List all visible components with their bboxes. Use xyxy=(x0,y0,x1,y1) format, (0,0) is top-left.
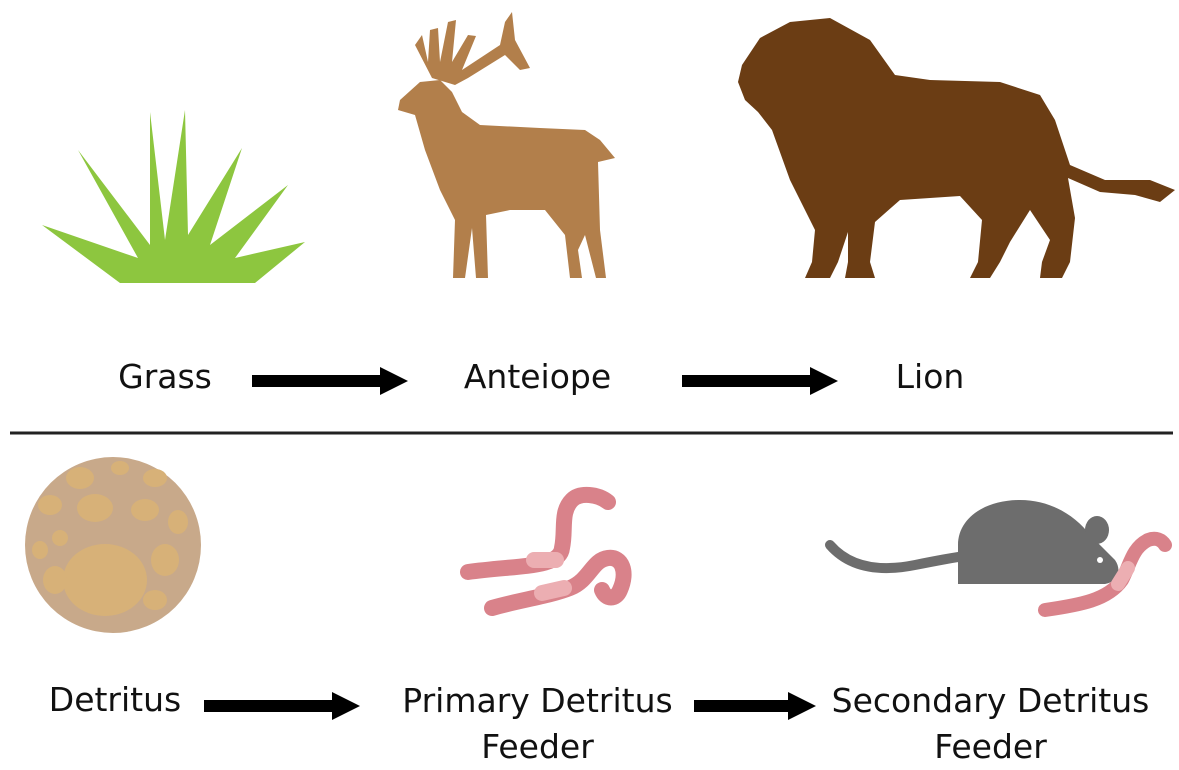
label-primary-detritus-feeder: Primary Detritus Feeder xyxy=(385,678,690,770)
label-grass: Grass xyxy=(105,355,225,399)
lion-icon xyxy=(738,18,1175,278)
antelope-icon xyxy=(398,12,615,278)
label-detritus: Detritus xyxy=(30,678,200,722)
label-lion: Lion xyxy=(870,355,990,399)
label-antelope: Anteiope xyxy=(440,355,635,399)
label-secondary-detritus-feeder: Secondary Detritus Feeder xyxy=(818,678,1163,770)
arrow-primary-to-secondary xyxy=(694,692,816,720)
arrow-antelope-to-lion xyxy=(682,367,838,395)
detritus-icon xyxy=(25,457,201,633)
arrow-grass-to-antelope xyxy=(252,367,408,395)
arrow-detritus-to-primary xyxy=(204,692,360,720)
grass-icon xyxy=(42,110,305,283)
mouse-icon xyxy=(830,500,1165,610)
worm-icon xyxy=(468,495,624,608)
